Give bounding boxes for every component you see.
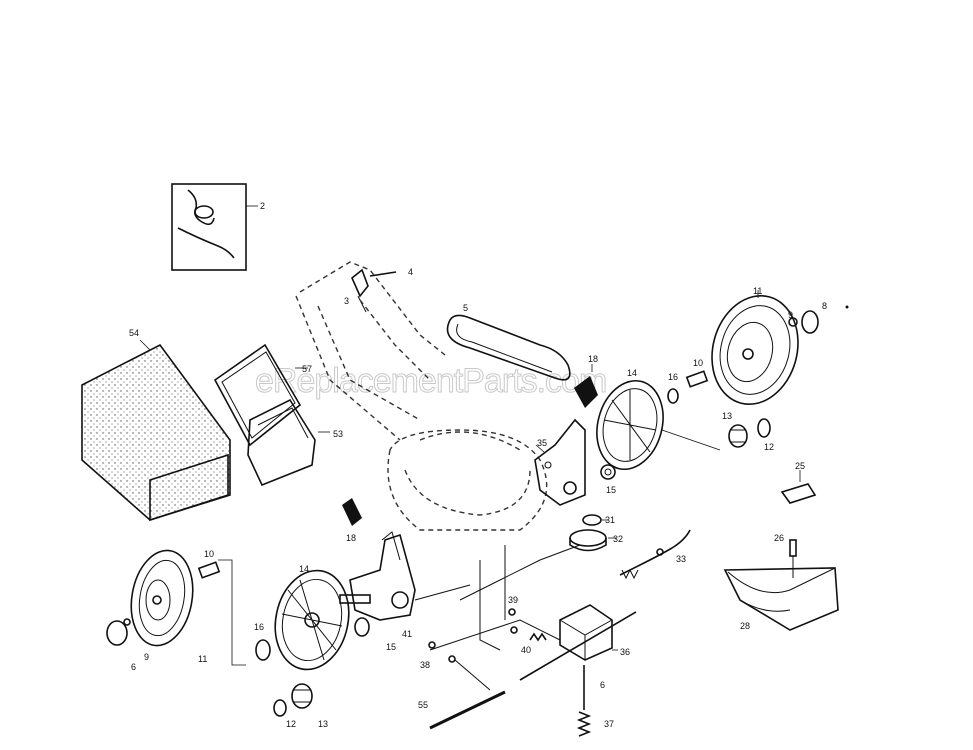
callout-10-rear: 10 [693, 358, 703, 368]
part-14-front-drive-wheel [274, 569, 350, 671]
callout-14-front: 14 [299, 564, 309, 574]
callout-13-rear: 13 [722, 411, 732, 421]
part-6-9-front-hubcap [106, 618, 131, 646]
callout-37: 37 [604, 719, 614, 729]
handle-dashed-outline [295, 261, 446, 441]
part-35-height-bracket [534, 418, 586, 506]
callout-5: 5 [463, 303, 468, 313]
part-8-9-wheel-cap [788, 305, 849, 334]
callout-10-front: 10 [204, 549, 214, 559]
assembly-lead-lines [429, 544, 581, 691]
callout-28: 28 [740, 621, 750, 631]
part-54-grass-bag [81, 339, 231, 522]
callout-2: 2 [260, 201, 265, 211]
part-2-cable-kit [171, 183, 258, 271]
part-10-16-rear-bushing [667, 370, 709, 404]
callout-9-rear: 9 [788, 310, 793, 320]
part-33-drive-cable [619, 529, 691, 580]
callout-39: 39 [508, 595, 518, 605]
part-18-height-lever-top [574, 364, 598, 408]
callout-6-front: 6 [131, 662, 136, 672]
callout-6-bolt: 6 [600, 680, 605, 690]
part-10-front-bushing [197, 559, 246, 666]
part-18-height-lever-front [342, 498, 362, 526]
watermark: eReplacementParts.com [255, 362, 606, 400]
callout-12-rear: 12 [764, 442, 774, 452]
callout-18-front: 18 [346, 533, 356, 543]
part-57-bag-frame [213, 343, 308, 447]
callout-11-front: 11 [198, 654, 207, 664]
deck-dashed-outline [387, 429, 548, 531]
part-25-decal [780, 470, 817, 504]
callout-26: 26 [774, 533, 784, 543]
part-31-32-blade-adapter [569, 514, 616, 552]
part-38-39-40-fasteners [428, 608, 547, 663]
callout-38: 38 [420, 660, 430, 670]
part-15-front-bearing [354, 617, 370, 637]
part-5-drive-belt [446, 314, 571, 381]
part-11-rear-wheel [711, 290, 799, 406]
part-13-12-rear-gear [728, 418, 771, 448]
callout-18-top: 18 [588, 354, 598, 364]
callout-14-rear: 14 [627, 368, 637, 378]
callout-55: 55 [418, 700, 428, 710]
part-53-bag-frame-lower [247, 398, 330, 487]
part-15-rear-bearing [600, 464, 616, 480]
part-55-axle-rod [429, 690, 506, 730]
part-13-12-front-gear [273, 683, 313, 717]
callout-35: 35 [537, 438, 547, 448]
callout-36: 36 [620, 647, 630, 657]
callout-labels: 2 3 4 5 54 57 53 18 35 15 31 32 33 11 9 … [129, 201, 827, 729]
part-3-4-handle-knob [351, 268, 397, 313]
part-14-rear-drive-wheel [596, 379, 721, 471]
callout-57: 57 [302, 364, 312, 374]
callout-32: 32 [613, 534, 623, 544]
callout-11-rear: 11 [753, 286, 762, 296]
callout-41: 41 [402, 629, 412, 639]
callout-31: 31 [605, 515, 615, 525]
part-28-rear-deflector [723, 567, 839, 631]
callout-40: 40 [521, 645, 531, 655]
callout-9-front: 9 [144, 652, 149, 662]
callout-53: 53 [333, 429, 343, 439]
callout-25: 25 [795, 461, 805, 471]
callout-15-front: 15 [386, 642, 396, 652]
part-36-transmission [519, 604, 637, 681]
callout-16-rear: 16 [668, 372, 678, 382]
callout-16-front: 16 [254, 622, 264, 632]
callout-15-rear: 15 [606, 485, 616, 495]
callout-8: 8 [822, 301, 827, 311]
part-26-bolt [789, 539, 797, 578]
part-41-front-height-bracket [339, 531, 471, 621]
callout-54: 54 [129, 328, 139, 338]
part-16-front-washer [255, 639, 271, 661]
callout-3: 3 [344, 296, 349, 306]
callout-4: 4 [408, 267, 413, 277]
callout-33: 33 [676, 554, 686, 564]
part-11-front-wheel [130, 549, 194, 647]
callout-13-front: 13 [318, 719, 328, 729]
callout-12-front: 12 [286, 719, 296, 729]
part-6-37-blade-bolt [576, 665, 592, 737]
